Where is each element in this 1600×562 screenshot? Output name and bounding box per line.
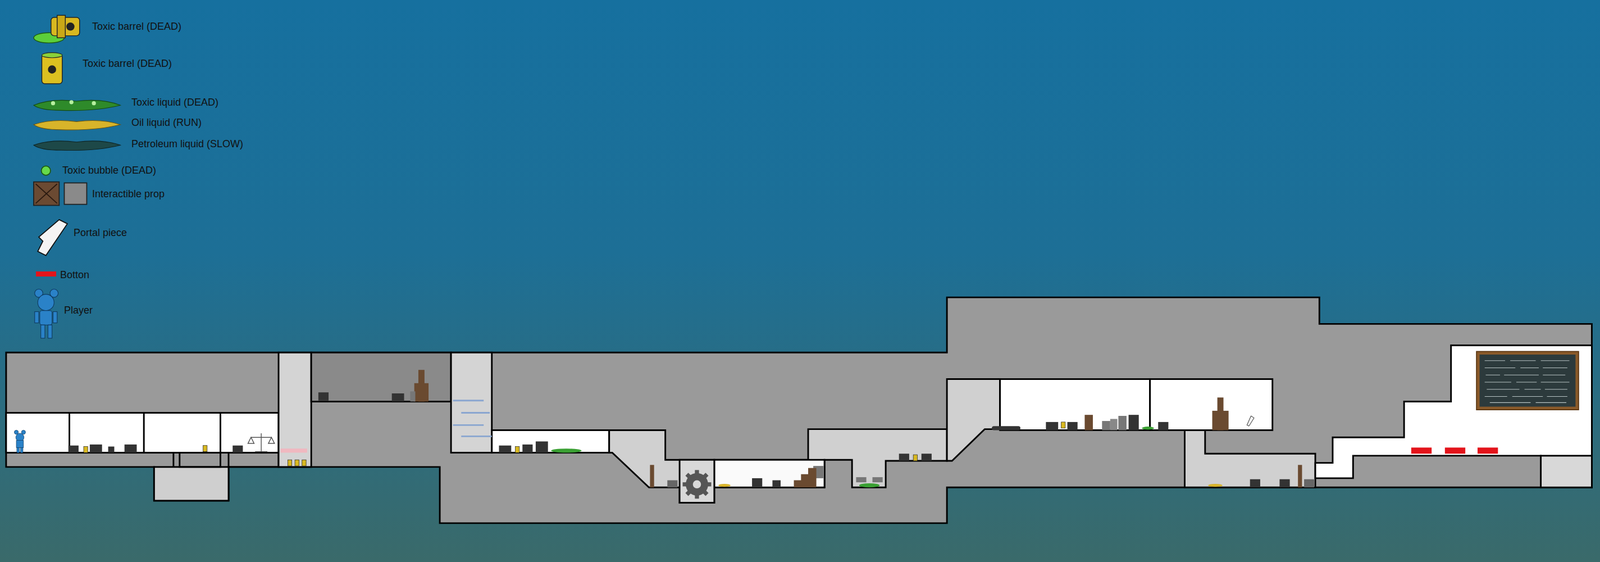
legend-text: Toxic bubble (DEAD) [62,163,157,177]
legend-text: Interactible prop [92,187,165,200]
legend-text: Toxic barrel (DEAD) [82,57,172,70]
legend-text: Botton [60,268,90,281]
legend-text: Portal piece [73,226,127,239]
legend-text: Toxic barrel (DEAD) [92,20,182,33]
rooms [6,345,1593,503]
legend-text: Petroleum liquid (SLOW) [131,137,244,150]
legend-swatch [35,271,57,277]
legend-text: Oil liquid (RUN) [131,116,202,129]
level-mass [6,297,1593,523]
legend-text: Player [64,303,93,317]
legend-text: Toxic liquid (DEAD) [131,96,219,109]
props [68,391,1315,487]
